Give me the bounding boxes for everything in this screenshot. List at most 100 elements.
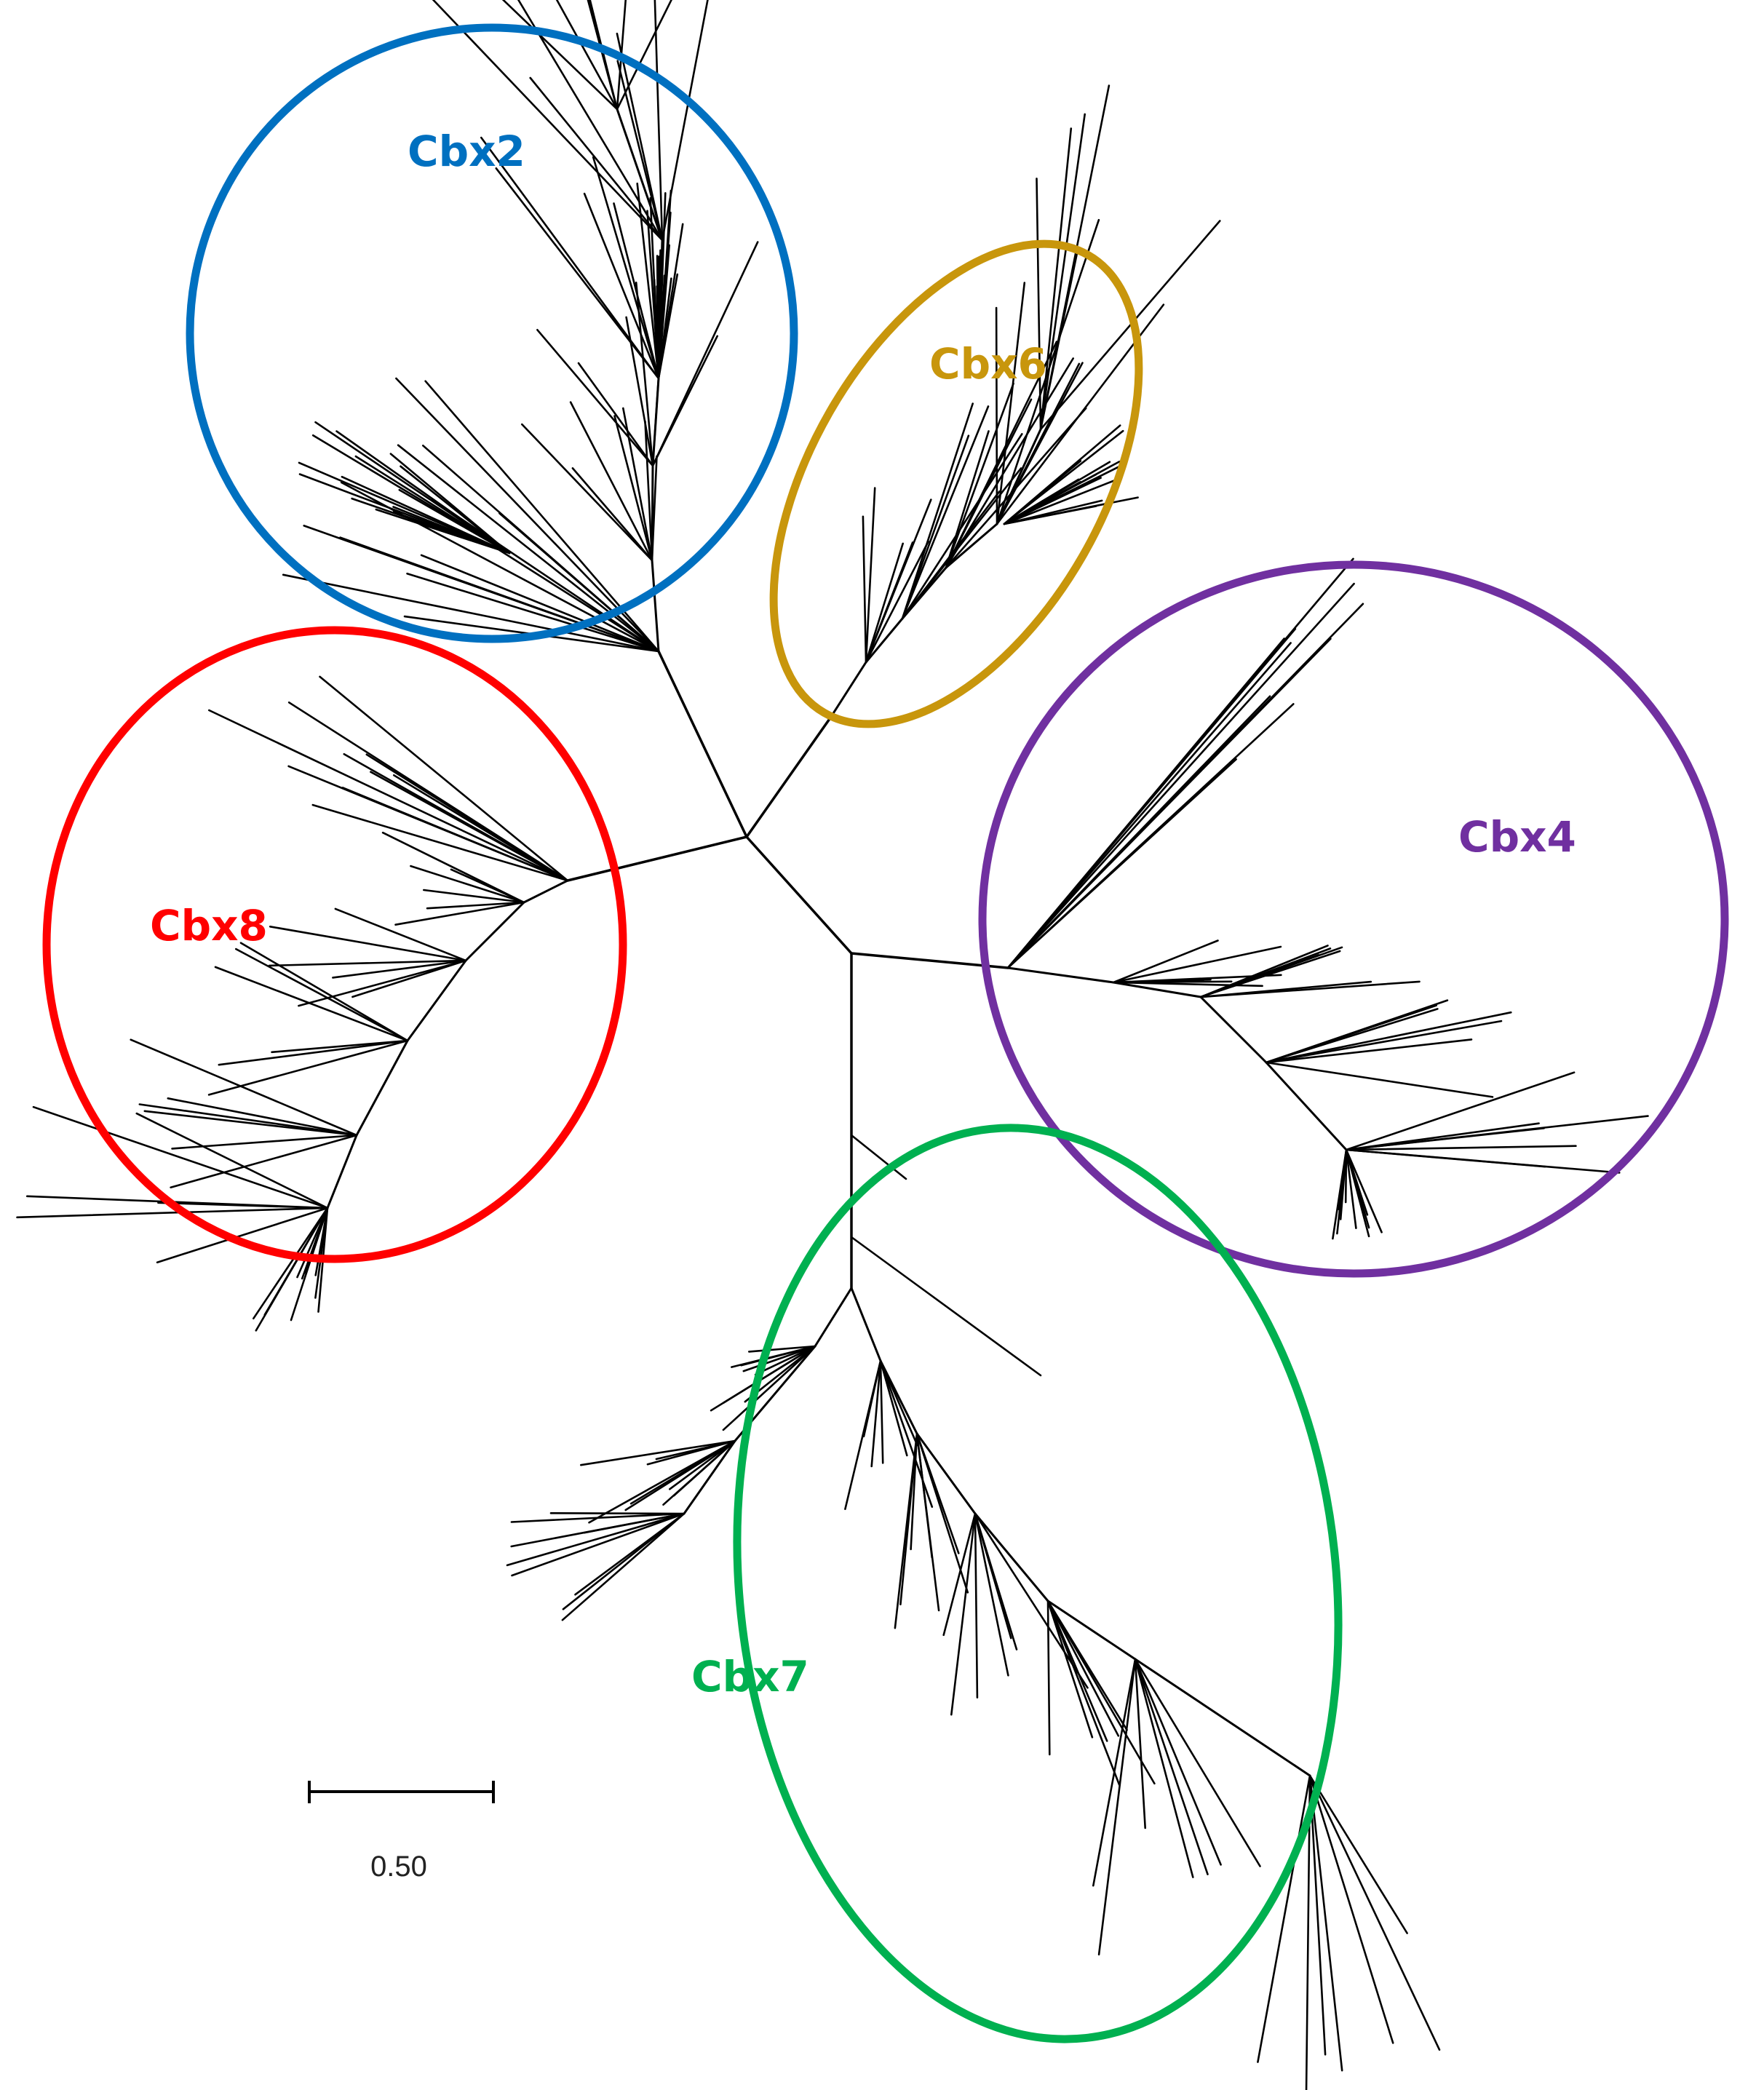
cbx2-leaf [621,407,653,562]
cbx4-leaf [1265,1020,1503,1064]
cbx4-leaf [1345,1122,1540,1151]
cbx7-leaf [974,1512,1089,1689]
cbx2-leaf [421,444,660,653]
cbx8-leaf [32,1105,329,1209]
cbx8-leaf [410,865,525,904]
cbx8-leaf [263,1207,329,1316]
cbx2-leaf [616,60,664,242]
cbx7-leaf [879,1359,934,1508]
cbx2-leaf [341,475,511,555]
cbx2-leaf [589,0,619,111]
cbx7-leaf-backbone [1046,1600,1137,1661]
cbx8-leaf [239,942,409,1042]
cbx6-leaf [1003,478,1118,525]
cbx8-leaf-backbone [326,1134,358,1209]
cbx2-leaf [314,421,511,555]
central-branch [745,835,853,955]
cbx6-leaf [945,357,1074,569]
cbx2-leaf [480,136,660,380]
cbx4-leaf-backbone [1199,996,1268,1064]
cbx7-leaf [742,1345,817,1372]
cbx2-leaf [616,32,664,242]
cbx6-leaf [1039,127,1073,431]
cbx6-clade-outline [769,239,1143,728]
cbx6-leaf [901,402,974,620]
cbx2-leaf [651,335,719,467]
cbx6-leaf [996,282,1026,525]
cbx7-leaf [583,1512,686,1534]
cbx2-leaf [636,182,660,380]
cbx6-leaf [865,540,929,664]
cbx6-stem [745,715,833,838]
cbx8-leaf-backbone [355,1039,409,1137]
cbx6-leaf [865,487,876,664]
cbx2-leaf [501,0,619,111]
cbx4-leaf [1265,999,1449,1064]
cbx2-leaf [592,156,660,380]
cbx8-leaf-backbone [464,901,525,962]
cbx4-leaf [1199,980,1421,998]
cbx7-leaf [850,1236,1042,1377]
cbx7-leaf [730,1345,817,1368]
cbx2-leaf [651,241,759,467]
cbx2-stem [657,650,748,838]
cbx4-leaf [1345,1148,1370,1229]
cbx7-leaf [722,1345,817,1431]
cbx8-leaf [381,831,525,904]
cbx6-leaf [996,362,1084,525]
cbx6-leaf [1003,505,1097,525]
cbx8-leaf [218,1039,409,1066]
cbx7-leaf [1046,1600,1120,1737]
cbx4-leaf [1199,954,1320,998]
cbx2-leaf [517,0,664,242]
cbx6-leaf [1003,480,1081,525]
cbx7-leaf [1134,1658,1194,1878]
cbx2-clade-outline [186,23,798,643]
cbx8-leaf [343,753,569,882]
cbx2-leaf [398,488,511,555]
cbx2-leaf [656,255,660,380]
cbx7-leaf [862,1359,882,1438]
cbx7-leaf [1097,1658,1137,1956]
cbx4-leaf [1112,945,1282,984]
cbx6-leaf [1003,429,1124,525]
cbx8-leaf [130,1038,358,1137]
cbx4-leaf [1265,1011,1512,1064]
cbx2-leaf [651,455,658,562]
cbx4-label: Cbx4 [1458,812,1576,862]
cbx8-leaf [207,709,569,882]
cbx7-leaf [1308,1774,1441,2051]
cbx8-leaf [252,1207,329,1320]
cbx8-leaf [426,901,525,910]
cbx2-leaf [644,420,653,562]
cbx4-leaf [1345,1115,1649,1151]
cbx7-leaf [974,1512,1018,1650]
cbx4-leaf [1265,1038,1473,1064]
cbx7-leaf [942,1512,977,1637]
cbx7-leaf-backbone [1134,1658,1311,1777]
cbx4-leaf [1345,1148,1621,1174]
cbx2-leaf [400,465,511,555]
cbx7-leaf [1134,1658,1146,1829]
cbx8-leaf [394,901,525,926]
scale-bar-label: 0.50 [370,1851,427,1883]
cbx2-leaf [536,328,654,467]
cbx4-leaf [1345,1148,1357,1229]
cbx8-stem [566,835,748,882]
cbx7-clade-outline [733,1124,1343,2043]
cbx6-leaf [1036,178,1042,431]
cbx2-leaf [577,362,654,467]
cbx7-leaf [879,1359,908,1457]
cbx8-leaf [287,765,569,882]
cbx2-leaf [406,572,660,653]
cbx7-leaf [579,1439,736,1466]
cbx6-leaf [865,541,914,664]
cbx2-leaf [529,76,664,242]
cbx7-leaf [672,1439,736,1497]
cbx8-leaf-backbone [523,879,569,904]
cbx4-leaf-backbone [1265,1061,1348,1151]
cbx7-leaf [1305,1774,1311,2090]
cbx7-leaf [1046,1600,1156,1785]
cbx6-leaf-backbone [865,617,904,664]
